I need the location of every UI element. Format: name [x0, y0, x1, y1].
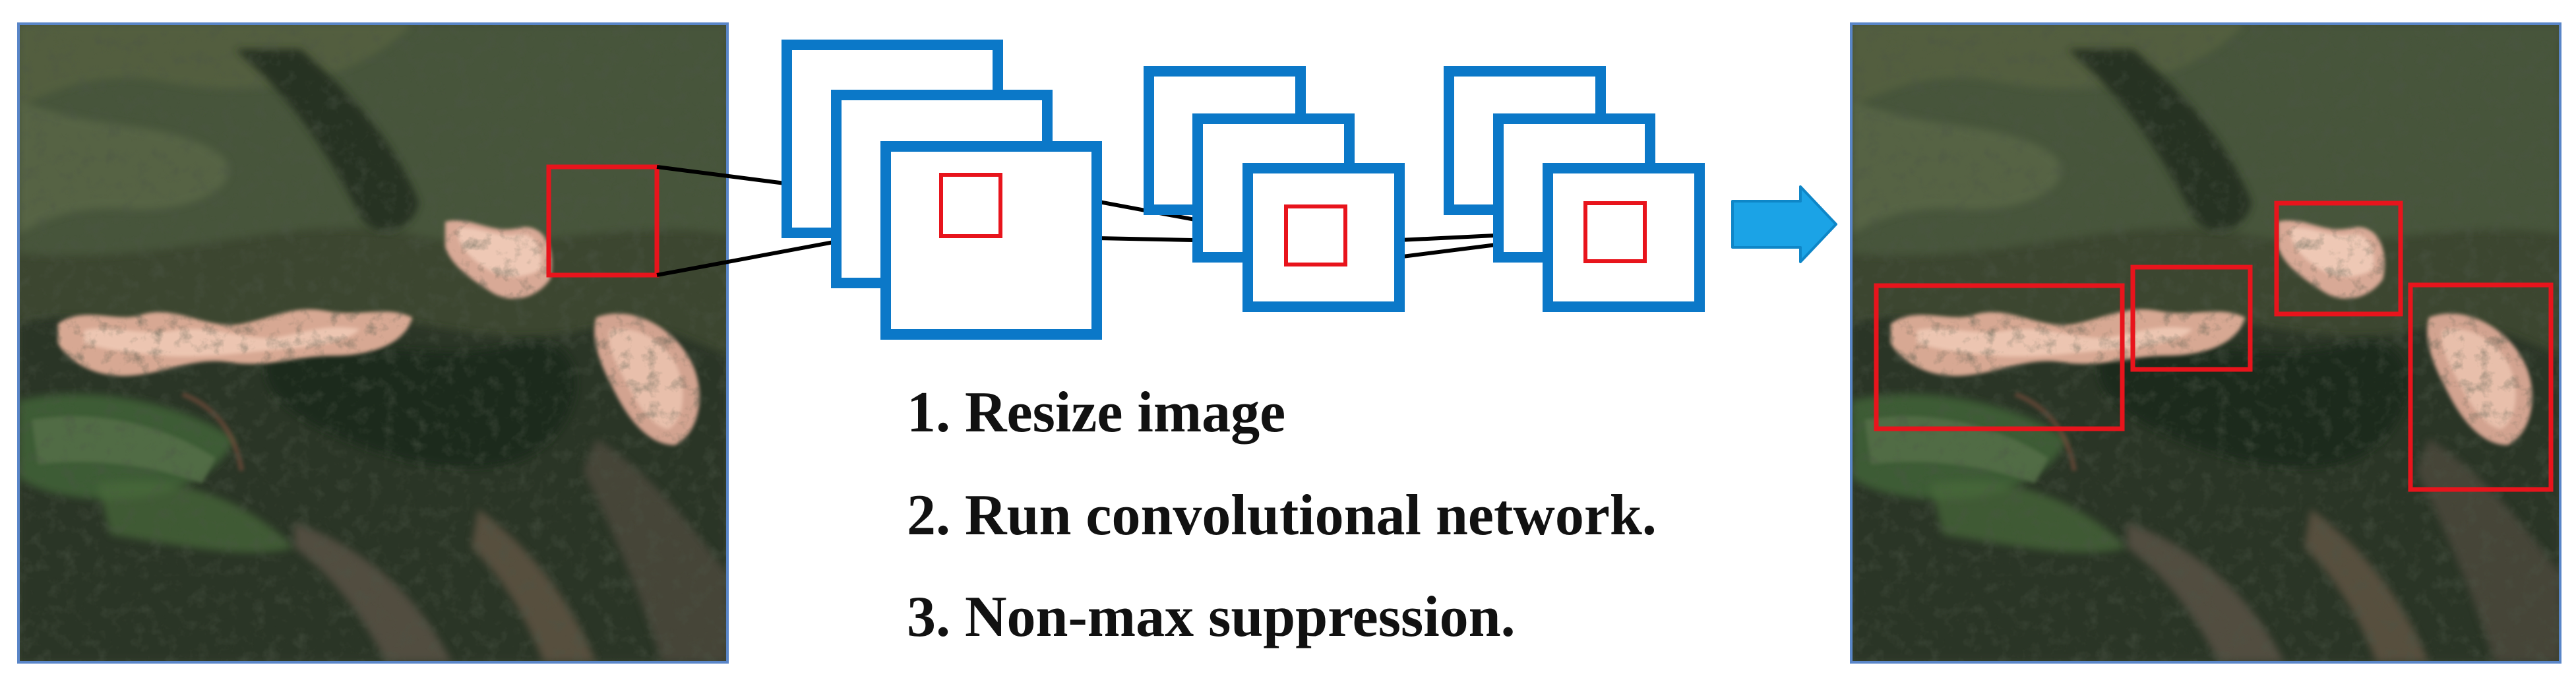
feature-map-stack-3 [1444, 66, 1705, 312]
detection-box [1874, 283, 2125, 431]
input-satellite-image [17, 22, 729, 664]
output-satellite-image [1850, 22, 2561, 664]
step-resize-image: 1. Resize image [907, 381, 1286, 445]
step-run-convnet: 2. Run convolutional network. [907, 484, 1657, 547]
detection-box [2274, 201, 2403, 317]
feature-map-stack-1 [782, 40, 1102, 340]
detection-box [2130, 265, 2253, 372]
detection-boxes [1874, 201, 2554, 492]
input-roi-box [546, 164, 659, 278]
right-arrow-icon [1731, 185, 1837, 263]
feature-map-2-roi [1284, 204, 1347, 266]
feature-map-1-roi [939, 173, 1002, 238]
feature-map-3-roi [1583, 201, 1647, 263]
feature-map-stack-2 [1144, 66, 1405, 312]
detection-box [2408, 282, 2554, 492]
step-non-max-suppression: 3. Non-max suppression. [907, 585, 1516, 649]
